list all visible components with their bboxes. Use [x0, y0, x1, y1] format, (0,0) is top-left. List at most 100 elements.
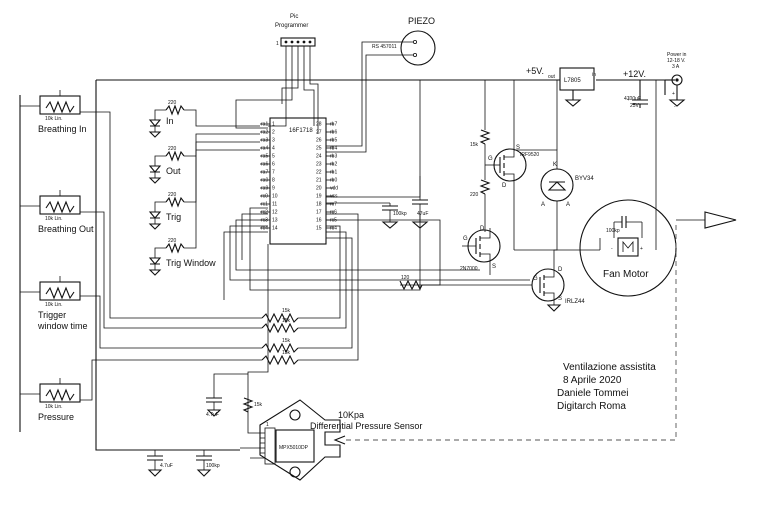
power-in-connector: + - — [668, 74, 686, 110]
svg-text:G: G — [463, 236, 468, 242]
mcu-pin-label: ra5 — [261, 154, 268, 160]
mcu-pin-number: 16 — [316, 218, 322, 224]
programmer-title-2: Programmer — [275, 23, 308, 29]
sensor-part: MPX5010DP — [279, 445, 309, 451]
led-resistor-label: 220 — [168, 238, 177, 244]
series-resistor-label: 15k — [282, 338, 291, 344]
reg-out-label: out — [548, 74, 556, 80]
bulk-cap-2: 25V — [630, 103, 640, 109]
mcu-pin-number: 14 — [272, 226, 278, 232]
svg-text:G: G — [488, 156, 493, 162]
mcu-decoupling: 100kp 47uF — [326, 80, 429, 229]
potentiometers: 10k Lin. Breathing In 10k Lin.Breathing Ou… — [20, 90, 94, 422]
mcu-pin-number: 13 — [272, 218, 278, 224]
power-rails — [19, 79, 675, 451]
motor-title: Fan Motor — [603, 269, 649, 280]
led-resistor-label: 220 — [168, 146, 177, 152]
mosfet-irlz44: G D S IRLZ44 — [531, 249, 600, 312]
mcu-pin-number: 8 — [272, 178, 275, 184]
svg-text:D: D — [502, 183, 507, 189]
credit-line: Digitarch Roma — [557, 401, 626, 412]
mcu-pin-label: rb2 — [330, 162, 337, 168]
pot-0: 10k Lin. Breathing In — [20, 90, 87, 134]
programmer-title-1: Pic — [290, 14, 298, 20]
power-in-1: Power in — [667, 52, 687, 58]
mcu-pin-number: 25 — [316, 146, 322, 152]
series-resistor-2: 15k — [261, 338, 299, 354]
mcu-pin-number: 11 — [272, 202, 277, 208]
svg-text:A: A — [541, 202, 545, 208]
n7000-label: 2N7000 — [460, 266, 478, 272]
mcu-pin-number: 21 — [316, 178, 322, 184]
mcu-pin-label: rb0 — [330, 178, 337, 184]
led-label: Trig Window — [166, 258, 216, 268]
svg-text:+: + — [627, 97, 630, 103]
mcu-pin-number: 15 — [316, 226, 322, 232]
mcu-pin-label: rc7 — [330, 202, 337, 208]
mcu-pin-number: 5 — [272, 154, 275, 160]
led-label: Out — [166, 166, 181, 176]
motor-cap: 100kp — [606, 228, 620, 234]
mcu-pin-label: ra2 — [261, 130, 268, 136]
pot-value: 10k Lin. — [45, 116, 63, 122]
irlz44-label: IRLZ44 — [565, 299, 585, 305]
decoupling-47uf: 47uF — [417, 211, 428, 217]
decoupling-100kp: 100kp — [393, 211, 407, 217]
sensor-title-1: 10Kpa — [338, 410, 364, 420]
sensor-pin1: 1 — [266, 422, 269, 428]
mcu-pin-number: 23 — [316, 162, 322, 168]
led-label: Trig — [166, 212, 181, 222]
mcu-pin-number: 3 — [272, 138, 275, 144]
pot-3: 10k Lin.Pressure — [20, 378, 81, 422]
pot-wiring — [80, 111, 530, 401]
mcu-pin-number: 1 — [272, 122, 275, 128]
mcu-pin-label: rb3 — [330, 154, 337, 160]
r-220: 220 — [470, 192, 479, 198]
mcu-pin-label: rc0 — [261, 194, 268, 200]
power-in-3: 3 A — [672, 64, 680, 70]
fan-motor: 100kp - + Fan Motor — [333, 80, 737, 445]
mcu-pin-label: ra6 — [261, 162, 268, 168]
mcu-pin-number: 17 — [316, 210, 322, 216]
regulator-l7805: L7805 — [559, 67, 595, 107]
mcu-pin-label: rc3 — [261, 218, 268, 224]
series-resistor-label: 15k — [282, 318, 291, 324]
mcu-pin-label: rb7 — [330, 122, 337, 128]
credit-line: Daniele Tommei — [557, 388, 629, 399]
mcu-pin-label: rb5 — [330, 138, 337, 144]
gate-15k: 15k — [470, 142, 479, 148]
pot-label: window time — [37, 321, 88, 331]
series-resistor-0: 15k — [261, 308, 299, 324]
mcu-pin-number: 27 — [316, 130, 322, 136]
svg-text:+: + — [640, 246, 643, 252]
sensor-cap-b2: 100kp — [206, 463, 220, 469]
pot-label: Trigger — [38, 310, 66, 320]
byv34-label: BYV34 — [575, 176, 594, 182]
piezo-part: RS 457011 — [372, 44, 397, 50]
svg-text:+: + — [672, 91, 675, 97]
mcu-pin-label: rb6 — [330, 130, 337, 136]
piezo-buzzer: RS 457011 — [326, 30, 436, 153]
sensor-title-2: Differential Pressure Sensor — [310, 421, 422, 431]
mcu-pin-number: 6 — [272, 162, 275, 168]
pot-label: Breathing In — [38, 124, 87, 134]
svg-text:K: K — [553, 162, 557, 168]
pot-1: 10k Lin.Breathing Out — [20, 190, 94, 234]
power-in-2: 12-18 V. — [667, 58, 685, 64]
label-5v: +5V. — [526, 66, 544, 76]
mcu-pin-number: 10 — [272, 194, 278, 200]
piezo-title: PIEZO — [408, 16, 435, 26]
mosfet-irf9520: G S D IRF9520 — [488, 80, 539, 250]
mcu-pin-number: 9 — [272, 186, 275, 192]
mcu-pin-label: rc5 — [330, 218, 337, 224]
credit-line: 8 Aprile 2020 — [563, 375, 622, 386]
series-resistor-label: 15k — [282, 350, 291, 356]
mcu-pin-label: rc4 — [261, 226, 268, 232]
regulator-label: L7805 — [564, 78, 581, 84]
led-resistor-label: 220 — [168, 100, 177, 106]
